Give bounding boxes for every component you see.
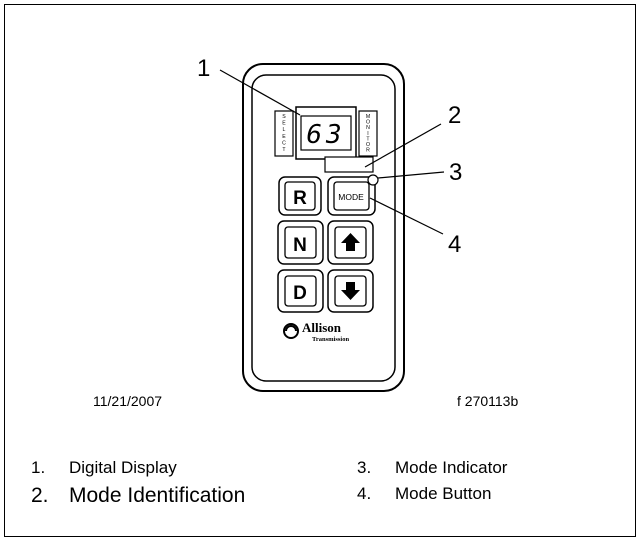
legend-number: 1.: [31, 458, 46, 477]
legend-number: 2.: [31, 484, 49, 507]
legend-label: Mode Indicator: [395, 458, 508, 477]
brand-name: Allison: [302, 320, 342, 335]
drive-button-inner: [284, 275, 317, 307]
legend-item-mode-identification: 2. Mode Identification: [31, 484, 245, 508]
figure-frame: [4, 4, 636, 537]
digital-display: [300, 115, 352, 151]
mode-indicator-light: [367, 174, 379, 186]
figure-id: f 270113b: [457, 393, 519, 409]
neutral-button-inner: [284, 226, 317, 259]
drive-button-label: D: [293, 283, 307, 304]
legend-label: Mode Identification: [69, 484, 246, 507]
reverse-button-label: R: [293, 188, 307, 209]
legend-item-mode-indicator: 3. Mode Indicator: [357, 458, 507, 478]
callout-3: 3: [449, 159, 463, 186]
mode-button-inner: [333, 181, 370, 211]
callout-1: 1: [197, 55, 211, 82]
brand-subtitle: Transmission: [312, 336, 349, 343]
neutral-button-label: N: [293, 235, 307, 256]
callout-1-leader: [219, 69, 301, 116]
monitor-label-box: [358, 110, 378, 157]
legend-item-digital-display: 1. Digital Display: [31, 458, 177, 478]
legend-number: 3.: [357, 458, 372, 477]
up-arrow-icon: [341, 233, 360, 251]
reverse-button-inner: [284, 181, 316, 211]
down-arrow-icon: [341, 282, 360, 300]
callout-4-leader: [369, 197, 444, 235]
callout-2: 2: [448, 102, 462, 129]
legend-number: 4.: [357, 484, 372, 503]
callout-4: 4: [448, 231, 462, 258]
mode-button-label: MODE: [338, 192, 364, 202]
legend-item-mode-button: 4. Mode Button: [357, 484, 491, 504]
callout-3-leader: [377, 171, 445, 179]
legend-label: Mode Button: [395, 484, 492, 503]
select-label-box: [274, 110, 294, 157]
legend-label: Digital Display: [69, 458, 177, 477]
callout-2-leader: [364, 123, 442, 168]
display-digits: 63: [306, 120, 345, 150]
allison-logo: Allison Transmission: [283, 320, 349, 343]
figure-date: 11/21/2007: [93, 393, 163, 409]
mode-identification-window: [324, 156, 374, 173]
